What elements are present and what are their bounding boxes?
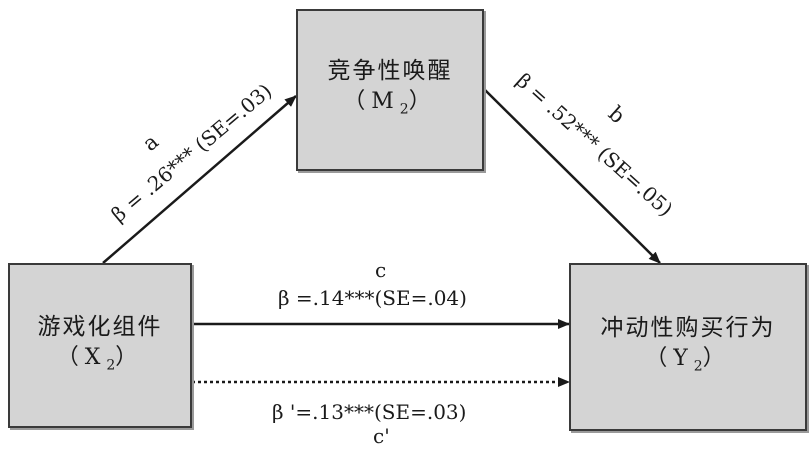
path-c-prime-coef: β '=.13***(SE=.03) [272,400,467,424]
path-a-arrow [102,95,297,264]
mediator-code: （M2） [343,89,437,118]
independent-node: 游戏化组件 （X2） [8,263,192,428]
independent-name: 游戏化组件 [37,313,163,340]
path-b-letter: b [604,101,630,128]
dependent-node: 冲动性购买行为 （Y2） [569,263,807,431]
mediator-node: 竞争性唤醒 （M2） [296,9,484,171]
dependent-code: （Y2） [645,346,731,375]
dependent-name: 冲动性购买行为 [600,315,776,342]
independent-code: （X2） [56,344,144,374]
path-c-letter: c [375,258,387,282]
path-c-prime-letter: c' [373,424,390,448]
path-b-arrow [483,88,661,264]
mediator-name: 竞争性唤醒 [327,58,453,85]
path-c-coef: β =.14***(SE=.04) [278,286,467,310]
path-a-coef: β = .26*** (SE=.03) [107,79,277,227]
path-a-letter: a [138,129,163,155]
